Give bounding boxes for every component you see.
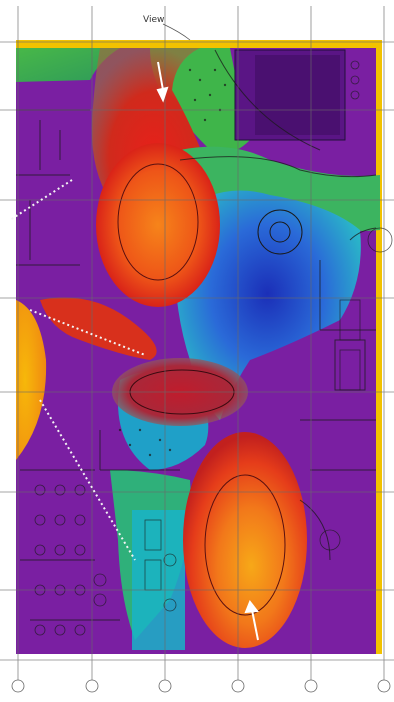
blue-zone-center [174, 190, 361, 420]
cyan-zone-bottom [132, 510, 185, 650]
grid-lines [0, 6, 394, 690]
room-top-right-shade [255, 55, 340, 135]
yellow-zone-left [16, 300, 47, 460]
spiral-stair-symbol [257, 209, 303, 255]
grid-bubble-3 [158, 679, 172, 693]
grid-bubble-6 [377, 679, 391, 693]
grid-bubble-5 [304, 679, 318, 693]
red-zone-center-left [40, 297, 157, 360]
orange-zone-bottom-outline [204, 474, 286, 616]
grid-bubbles [11, 679, 391, 693]
orange-zone-top-outline [117, 163, 199, 281]
orange-zone-bottom [183, 432, 307, 648]
frame-right-strip [376, 40, 382, 654]
grid-bubble-2 [85, 679, 99, 693]
frame-top-strip [16, 40, 382, 48]
orange-zone-top [96, 143, 220, 307]
view-label: View [143, 15, 164, 25]
view-sightlines [9, 179, 146, 561]
green-zone-top-left [16, 48, 120, 82]
grid-bubble-4 [231, 679, 245, 693]
view-arrows [156, 61, 259, 641]
view-callout-leader [162, 23, 191, 41]
green-band-middle [180, 146, 380, 231]
spiral-stair-symbol-inner [269, 221, 291, 243]
grid-bubble-1 [11, 679, 25, 693]
